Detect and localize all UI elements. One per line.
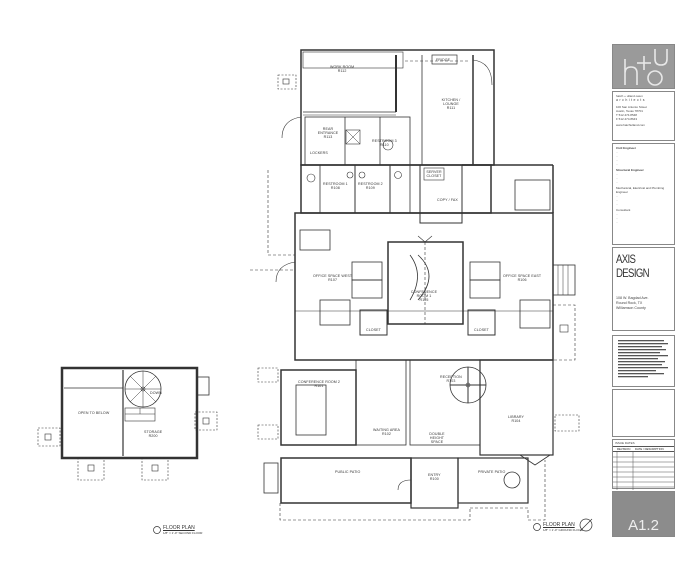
room-label-fridge: FRIDGE [436, 58, 451, 62]
revisions-table: ISSUE DATES REVISION DATE / DESCRIPTION [612, 439, 675, 490]
room-label-public-patio: PUBLIC PATIO [335, 470, 361, 474]
notes-text-block [618, 340, 668, 378]
project-info-box: AXIS DESIGN 108 W. Bagdad Ave. Round Roc… [612, 247, 675, 331]
logo-mark-icon [624, 49, 668, 86]
plan-caption-ground-floor: FLOOR PLAN 1/8" = 1'-0" GROUND FLOOR [543, 522, 583, 533]
room-label-closet-east: CLOSET [474, 328, 489, 332]
consultants-box: Civil Engineer ········ Structural Engin… [612, 143, 675, 245]
notes-box [612, 335, 675, 387]
sheet-number: A1.2 [612, 491, 675, 537]
project-name: AXIS DESIGN [616, 252, 650, 280]
room-label-copy-fax: COPY / FAX [437, 198, 458, 202]
revisions-grid [613, 452, 674, 490]
room-label-down: DOWN [150, 391, 162, 395]
room-label-open-to-below: OPEN TO BELOW [78, 411, 110, 415]
room-label-private-patio: PRIVATE PATIO [478, 470, 506, 474]
blank-box [612, 389, 675, 437]
room-label-server-closet: SERVER CLOSET [426, 170, 442, 179]
firm-info-box: hatch + ulland owen architects 100 San A… [612, 91, 675, 141]
firm-logo [612, 44, 675, 89]
room-label-closet-west: CLOSET [366, 328, 381, 332]
room-label-lockers: LOCKERS [310, 151, 328, 155]
plan-caption-second-floor: FLOOR PLAN 1/8" = 1'-0" SECOND FLOOR [163, 525, 203, 536]
room-label-double-height: DOUBLE HEIGHT SPACE [429, 432, 445, 445]
